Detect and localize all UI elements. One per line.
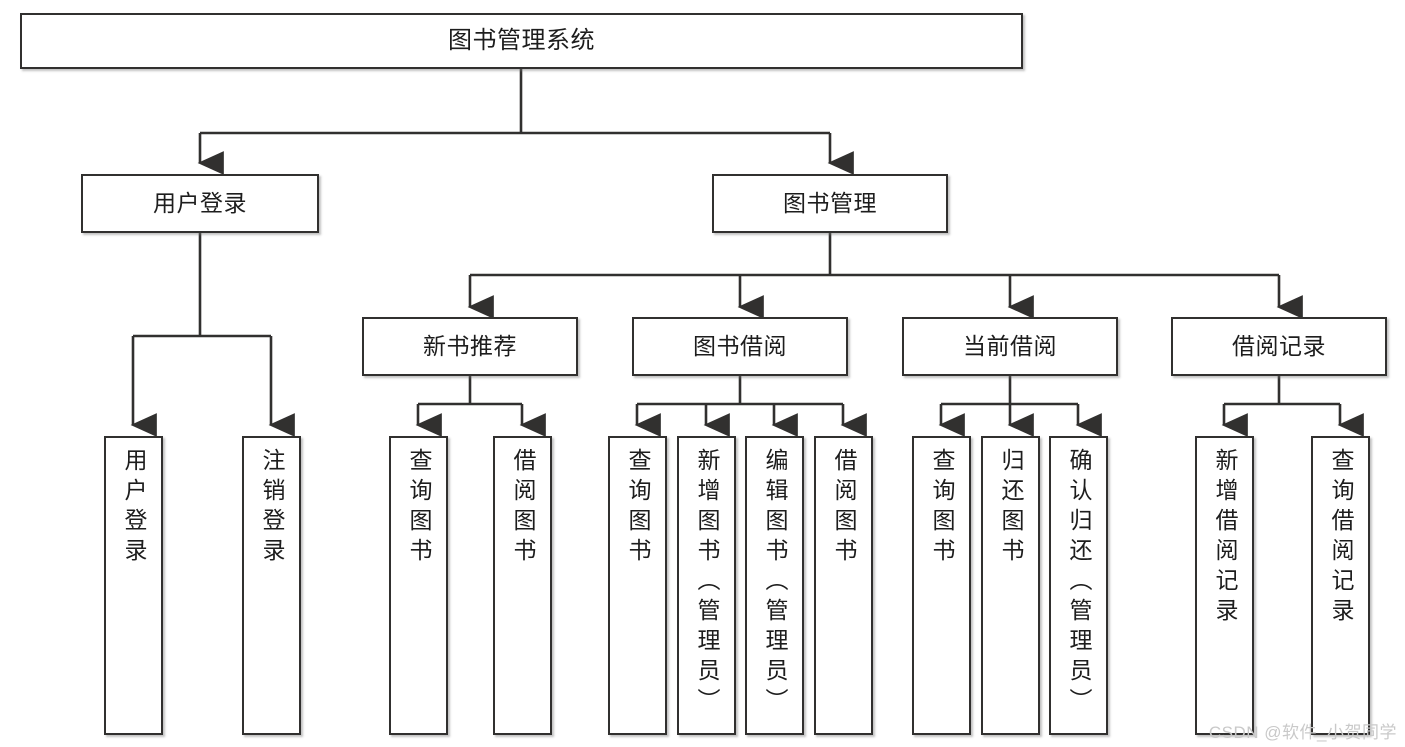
- node-leaf-logout[interactable]: 注销登录: [242, 436, 301, 735]
- node-label: 新增图书（管理员）: [694, 448, 720, 718]
- node-leaf-add-borrow-record[interactable]: 新增借阅记录: [1195, 436, 1254, 735]
- node-leaf-query-book-current[interactable]: 查询图书: [912, 436, 971, 735]
- node-label: 图书管理系统: [448, 27, 595, 55]
- node-label: 图书管理: [783, 190, 877, 217]
- node-label: 用户登录: [153, 190, 247, 217]
- node-current-borrowing[interactable]: 当前借阅: [902, 317, 1118, 376]
- node-label: 查询借阅记录: [1328, 448, 1354, 628]
- node-leaf-user-login[interactable]: 用户登录: [104, 436, 163, 735]
- node-book-management[interactable]: 图书管理: [712, 174, 948, 233]
- node-leaf-query-book-new[interactable]: 查询图书: [389, 436, 448, 735]
- node-user-login[interactable]: 用户登录: [81, 174, 319, 233]
- node-label: 当前借阅: [963, 333, 1057, 360]
- node-label: 新书推荐: [423, 333, 517, 360]
- node-leaf-return-book[interactable]: 归还图书: [981, 436, 1040, 735]
- node-label: 注销登录: [259, 448, 285, 568]
- node-leaf-query-book-borrow[interactable]: 查询图书: [608, 436, 667, 735]
- node-leaf-edit-book-admin[interactable]: 编辑图书（管理员）: [745, 436, 804, 735]
- node-label: 确认归还（管理员）: [1066, 448, 1092, 718]
- node-label: 查询图书: [406, 448, 432, 568]
- node-label: 查询图书: [929, 448, 955, 568]
- node-label: 用户登录: [121, 448, 147, 568]
- node-new-book-recommendation[interactable]: 新书推荐: [362, 317, 578, 376]
- node-label: 借阅图书: [510, 448, 536, 568]
- node-leaf-confirm-return-admin[interactable]: 确认归还（管理员）: [1049, 436, 1108, 735]
- node-leaf-borrow-book[interactable]: 借阅图书: [814, 436, 873, 735]
- node-leaf-query-borrow-record[interactable]: 查询借阅记录: [1311, 436, 1370, 735]
- node-label: 借阅记录: [1232, 333, 1326, 360]
- csdn-watermark: CSDN @软件_小贺同学: [1208, 723, 1397, 742]
- node-borrowing-record[interactable]: 借阅记录: [1171, 317, 1387, 376]
- node-book-borrowing[interactable]: 图书借阅: [632, 317, 848, 376]
- node-root-book-management-system[interactable]: 图书管理系统: [20, 13, 1023, 69]
- node-label: 归还图书: [998, 448, 1024, 568]
- node-leaf-borrow-book-new[interactable]: 借阅图书: [493, 436, 552, 735]
- node-label: 查询图书: [625, 448, 651, 568]
- node-leaf-add-book-admin[interactable]: 新增图书（管理员）: [677, 436, 736, 735]
- node-label: 借阅图书: [831, 448, 857, 568]
- node-label: 图书借阅: [693, 333, 787, 360]
- node-label: 新增借阅记录: [1212, 448, 1238, 628]
- node-label: 编辑图书（管理员）: [762, 448, 788, 718]
